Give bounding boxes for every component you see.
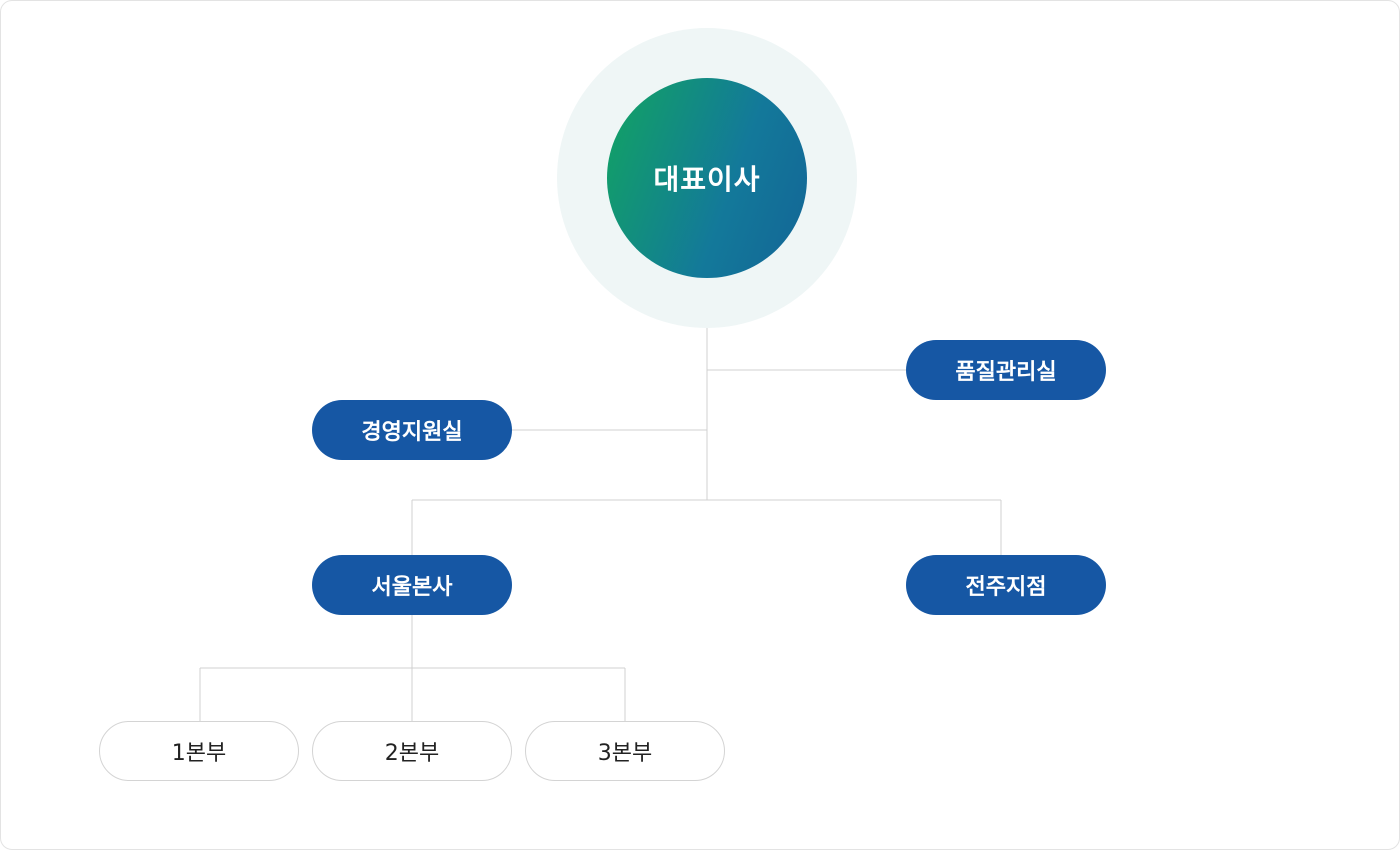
jeonju-branch-label: 전주지점	[965, 575, 1047, 600]
seoul-hq-label: 서울본사	[371, 575, 453, 600]
management-support-node: 경영지원실	[312, 400, 512, 460]
division-1-label: 1본부	[171, 741, 227, 766]
quality-office-label: 품질관리실	[955, 360, 1057, 385]
ceo-node: 대표이사	[607, 78, 807, 278]
jeonju-branch-node: 전주지점	[906, 555, 1106, 615]
quality-office-node: 품질관리실	[906, 340, 1106, 400]
division-2-label: 2본부	[384, 741, 440, 766]
division-1-node: 1본부	[99, 721, 299, 781]
division-3-label: 3본부	[597, 741, 653, 766]
management-support-label: 경영지원실	[361, 420, 463, 445]
seoul-hq-node: 서울본사	[312, 555, 512, 615]
ceo-label: 대표이사	[653, 163, 761, 196]
division-3-node: 3본부	[525, 721, 725, 781]
division-2-node: 2본부	[312, 721, 512, 781]
